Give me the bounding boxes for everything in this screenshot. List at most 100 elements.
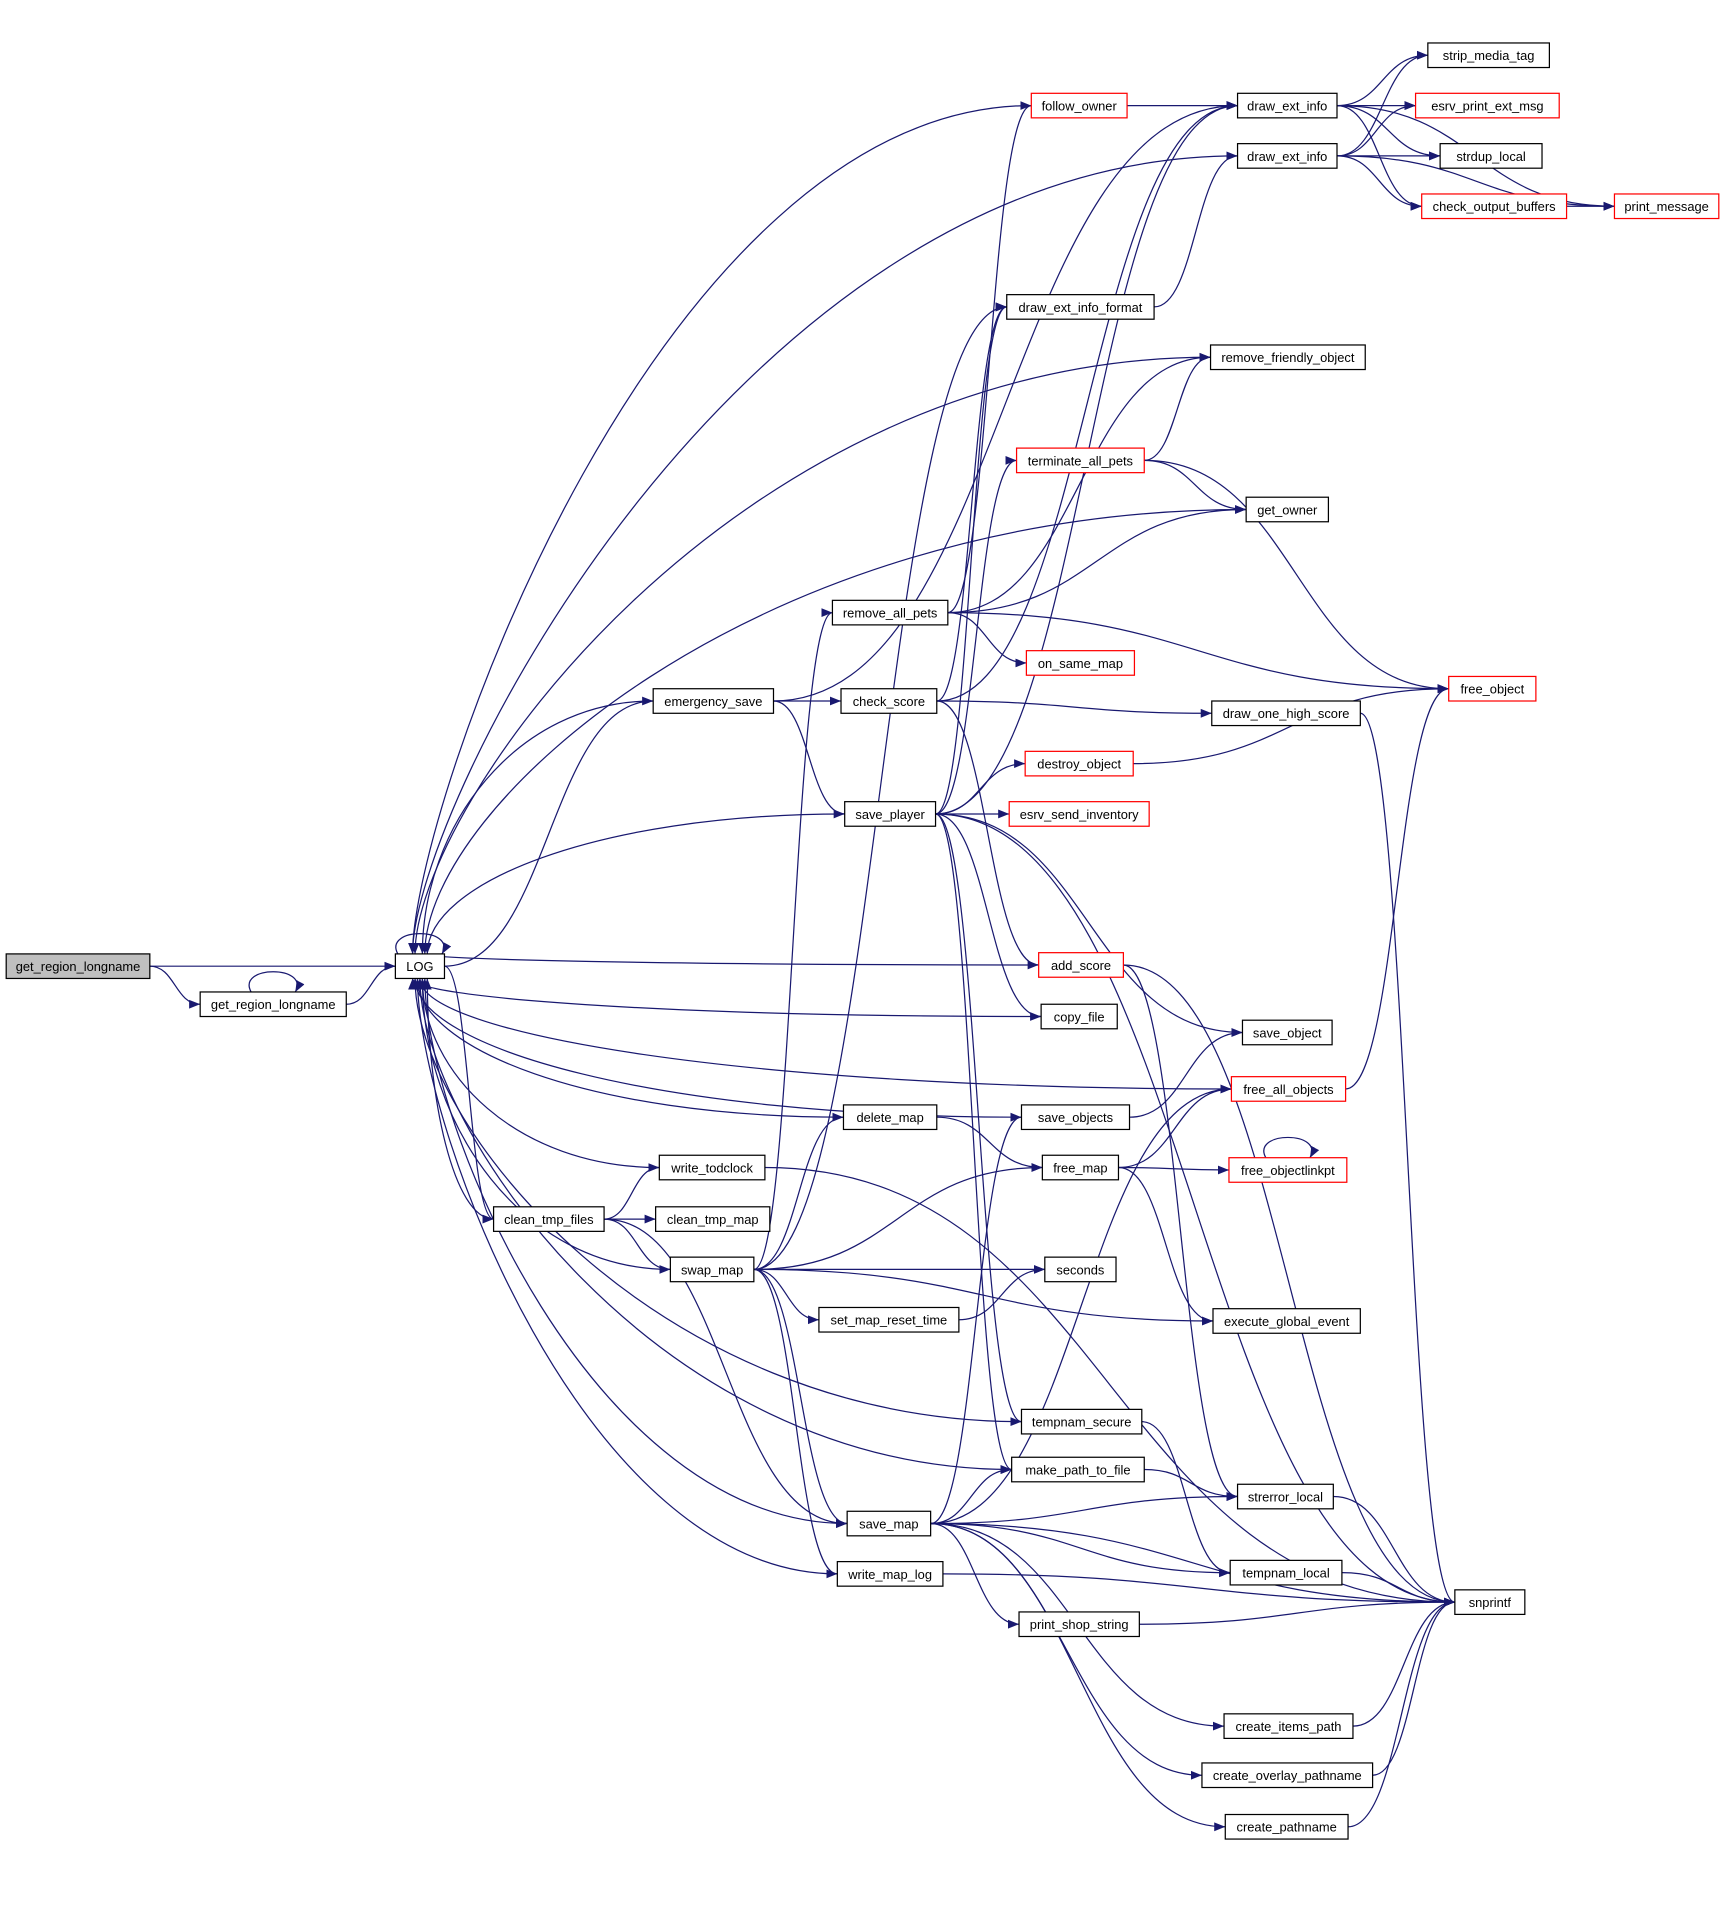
node-box[interactable] bbox=[1020, 1408, 1143, 1435]
node-box[interactable] bbox=[492, 1206, 605, 1232]
node-box[interactable] bbox=[1241, 1019, 1333, 1046]
node-box[interactable] bbox=[1211, 700, 1361, 727]
node-clean-tmp-map[interactable]: clean_tmp_map bbox=[655, 1206, 771, 1232]
node-box[interactable] bbox=[1421, 193, 1568, 220]
node-box[interactable] bbox=[1454, 1589, 1526, 1616]
node-save-player[interactable]: save_player bbox=[844, 801, 937, 827]
node-box[interactable] bbox=[199, 991, 347, 1018]
node-grl2[interactable]: get_region_longname bbox=[199, 991, 347, 1018]
node-strdup-local[interactable]: strdup_local bbox=[1439, 143, 1543, 169]
node-esrv-send-inventory[interactable]: esrv_send_inventory bbox=[1008, 801, 1150, 827]
node-box[interactable] bbox=[1038, 952, 1124, 978]
node-box[interactable] bbox=[1008, 801, 1150, 827]
node-box[interactable] bbox=[1030, 92, 1128, 119]
node-emergency-save[interactable]: emergency_save bbox=[652, 688, 775, 714]
node-add-score[interactable]: add_score bbox=[1038, 952, 1124, 978]
node-execute-global-event[interactable]: execute_global_event bbox=[1212, 1308, 1361, 1334]
node-set-map-reset-time[interactable]: set_map_reset_time bbox=[818, 1306, 960, 1333]
node-box[interactable] bbox=[1224, 1813, 1349, 1840]
node-tempnam-secure[interactable]: tempnam_secure bbox=[1020, 1408, 1143, 1435]
node-box[interactable] bbox=[1025, 650, 1136, 676]
node-create-pathname[interactable]: create_pathname bbox=[1224, 1813, 1349, 1840]
node-box[interactable] bbox=[831, 599, 949, 626]
node-tempnam-local[interactable]: tempnam_local bbox=[1229, 1559, 1343, 1586]
node-check-score[interactable]: check_score bbox=[840, 688, 938, 714]
node-box[interactable] bbox=[1427, 42, 1550, 69]
node-box[interactable] bbox=[5, 953, 151, 980]
node-remove-friendly-object[interactable]: remove_friendly_object bbox=[1209, 344, 1366, 371]
node-get-owner[interactable]: get_owner bbox=[1245, 496, 1330, 523]
node-free-object[interactable]: free_object bbox=[1448, 675, 1537, 702]
node-box[interactable] bbox=[818, 1306, 960, 1333]
node-print-message[interactable]: print_message bbox=[1613, 193, 1720, 220]
node-box[interactable] bbox=[658, 1154, 766, 1181]
node-box[interactable] bbox=[1230, 1076, 1347, 1102]
node-seconds[interactable]: seconds bbox=[1044, 1256, 1117, 1283]
node-copy-file[interactable]: copy_file bbox=[1040, 1003, 1118, 1030]
node-write-todclock[interactable]: write_todclock bbox=[658, 1154, 766, 1181]
node-box[interactable] bbox=[655, 1206, 771, 1232]
node-box[interactable] bbox=[844, 801, 937, 827]
node-box[interactable] bbox=[1024, 750, 1134, 777]
node-terminate-all-pets[interactable]: terminate_all_pets bbox=[1015, 447, 1145, 474]
node-make-path-to-file[interactable]: make_path_to_file bbox=[1011, 1456, 1145, 1483]
node-box[interactable] bbox=[1015, 447, 1145, 474]
node-box[interactable] bbox=[1448, 675, 1537, 702]
node-box[interactable] bbox=[1212, 1308, 1361, 1334]
node-box[interactable] bbox=[1044, 1256, 1117, 1283]
node-box[interactable] bbox=[1011, 1456, 1145, 1483]
node-box[interactable] bbox=[1439, 143, 1543, 169]
node-check-output-buffers[interactable]: check_output_buffers bbox=[1421, 193, 1568, 220]
node-box[interactable] bbox=[1414, 92, 1560, 119]
node-box[interactable] bbox=[1236, 1483, 1334, 1510]
node-write-map-log[interactable]: write_map_log bbox=[836, 1560, 944, 1587]
node-box[interactable] bbox=[1020, 1104, 1131, 1131]
node-save-object[interactable]: save_object bbox=[1241, 1019, 1333, 1046]
node-box[interactable] bbox=[1006, 294, 1155, 320]
node-strip-media-tag[interactable]: strip_media_tag bbox=[1427, 42, 1550, 69]
node-box[interactable] bbox=[836, 1560, 944, 1587]
node-box[interactable] bbox=[1236, 92, 1338, 119]
node-save-map[interactable]: save_map bbox=[846, 1510, 932, 1537]
node-box[interactable] bbox=[652, 688, 775, 714]
node-free-objectlinkpt[interactable]: free_objectlinkpt bbox=[1228, 1157, 1348, 1183]
node-free-all-objects[interactable]: free_all_objects bbox=[1230, 1076, 1347, 1102]
node-dei2[interactable]: draw_ext_info bbox=[1236, 143, 1338, 169]
node-box[interactable] bbox=[840, 688, 938, 714]
node-esrv-print-ext-msg[interactable]: esrv_print_ext_msg bbox=[1414, 92, 1560, 119]
node-destroy-object[interactable]: destroy_object bbox=[1024, 750, 1134, 777]
node-box[interactable] bbox=[842, 1104, 938, 1131]
node-print-shop-string[interactable]: print_shop_string bbox=[1018, 1611, 1140, 1638]
node-draw-one-high-score[interactable]: draw_one_high_score bbox=[1211, 700, 1361, 727]
node-dei1[interactable]: draw_ext_info bbox=[1236, 92, 1338, 119]
node-strerror-local[interactable]: strerror_local bbox=[1236, 1483, 1334, 1510]
node-box[interactable] bbox=[846, 1510, 932, 1537]
node-box[interactable] bbox=[1229, 1559, 1343, 1586]
node-free-map[interactable]: free_map bbox=[1041, 1154, 1120, 1181]
node-box[interactable] bbox=[1018, 1611, 1140, 1638]
node-delete-map[interactable]: delete_map bbox=[842, 1104, 938, 1131]
node-box[interactable] bbox=[1236, 143, 1338, 169]
node-root[interactable]: get_region_longname bbox=[5, 953, 151, 980]
node-draw-ext-info-format[interactable]: draw_ext_info_format bbox=[1006, 294, 1155, 320]
node-box[interactable] bbox=[1201, 1762, 1374, 1789]
node-save-objects[interactable]: save_objects bbox=[1020, 1104, 1131, 1131]
node-box[interactable] bbox=[1223, 1713, 1354, 1740]
node-follow-owner[interactable]: follow_owner bbox=[1030, 92, 1128, 119]
node-box[interactable] bbox=[669, 1256, 755, 1283]
node-box[interactable] bbox=[1228, 1157, 1348, 1183]
node-create-items-path[interactable]: create_items_path bbox=[1223, 1713, 1354, 1740]
node-box[interactable] bbox=[1209, 344, 1366, 371]
node-box[interactable] bbox=[1245, 496, 1330, 523]
node-snprintf[interactable]: snprintf bbox=[1454, 1589, 1526, 1616]
node-box[interactable] bbox=[1040, 1003, 1118, 1030]
node-swap-map[interactable]: swap_map bbox=[669, 1256, 755, 1283]
node-clean-tmp-files[interactable]: clean_tmp_files bbox=[492, 1206, 605, 1232]
node-box[interactable] bbox=[1613, 193, 1720, 220]
node-box[interactable] bbox=[394, 953, 446, 980]
node-remove-all-pets[interactable]: remove_all_pets bbox=[831, 599, 949, 626]
node-log[interactable]: LOG bbox=[394, 953, 446, 980]
node-box[interactable] bbox=[1041, 1154, 1120, 1181]
node-create-overlay-pathname[interactable]: create_overlay_pathname bbox=[1201, 1762, 1374, 1789]
node-on-same-map[interactable]: on_same_map bbox=[1025, 650, 1136, 676]
